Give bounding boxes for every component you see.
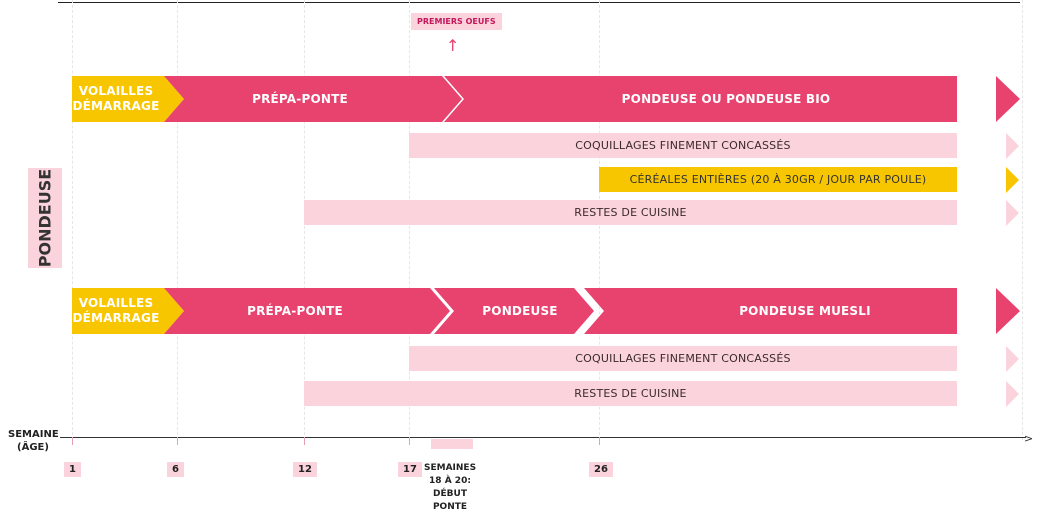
group1-phase-demarrage: VOLAILLES DÉMARRAGE — [72, 84, 160, 113]
tick-week-17 — [409, 437, 410, 445]
time-axis — [60, 437, 1026, 438]
group1-phase-pondeuse-shape — [444, 76, 957, 122]
tick-week-6 — [177, 437, 178, 445]
group1-supp-restes-arrow — [1006, 200, 1019, 226]
group2-phase-prepa-shape — [164, 288, 450, 334]
week-label-26: 26 — [589, 462, 613, 477]
side-label: PONDEUSE — [28, 168, 62, 268]
group1-supp-coquillages: COQUILLAGES FINEMENT CONCASSÉS — [409, 133, 957, 158]
group2-supp-restes: RESTES DE CUISINE — [304, 381, 957, 406]
group1-phase-prepa-shape — [164, 76, 462, 122]
guide-week-6 — [177, 0, 178, 440]
group2-supp-coquillages-arrow — [1006, 346, 1019, 372]
guide-week-1 — [72, 0, 73, 440]
week-label-12: 12 — [293, 462, 317, 477]
group1-supp-restes: RESTES DE CUISINE — [304, 200, 957, 225]
guide-end — [1022, 0, 1023, 440]
week-label-6: 6 — [167, 462, 184, 477]
group2-phase-pondeuse-shape — [434, 288, 594, 334]
laying-start-range — [431, 439, 473, 449]
group1-end-arrow — [996, 76, 1020, 122]
group2-end-arrow — [996, 288, 1020, 334]
group2-phase-muesli: PONDEUSE MUESLI — [739, 303, 871, 318]
group1-phase-pondeuse-bio: PONDEUSE OU PONDEUSE BIO — [621, 91, 831, 106]
group2-phase-demarrage-shape — [72, 288, 184, 334]
group2-supp-coquillages: COQUILLAGES FINEMENT CONCASSÉS — [409, 346, 957, 371]
up-arrow-icon: ↑ — [446, 36, 460, 55]
tick-week-12 — [304, 437, 305, 445]
group1-phase-prepa-ponte: PRÉPA-PONTE — [252, 91, 348, 106]
group1-supp-cereales: CÉRÉALES ENTIÈRES (20 À 30GR / JOUR PAR … — [599, 167, 957, 192]
group2-phase-shapes — [72, 288, 1020, 334]
week-label-1: 1 — [64, 462, 81, 477]
tick-week-26 — [599, 437, 600, 445]
premiers-oeufs-note: PREMIERS OEUFS — [411, 13, 502, 30]
group1-supp-coquillages-arrow — [1006, 133, 1019, 159]
group2-phase-muesli-shape — [584, 288, 957, 334]
axis-label: SEMAINE (ÂGE) — [8, 429, 59, 453]
axis-arrow-icon: > — [1024, 432, 1034, 445]
week-label-17: 17 — [398, 462, 422, 477]
range-note: SEMAINES 18 À 20: DÉBUT PONTE — [424, 463, 477, 512]
group2-phase-prepa-ponte: PRÉPA-PONTE — [247, 303, 343, 318]
group1-phase-demarrage-shape — [72, 76, 184, 122]
group1-supp-cereales-arrow — [1006, 167, 1019, 193]
top-rule — [58, 2, 1020, 3]
tick-week-1 — [72, 437, 73, 445]
group2-phase-pondeuse: PONDEUSE — [482, 303, 558, 318]
group2-supp-restes-arrow — [1006, 381, 1019, 407]
group1-phase-shapes — [72, 76, 1020, 122]
group2-phase-demarrage: VOLAILLES DÉMARRAGE — [72, 296, 160, 325]
